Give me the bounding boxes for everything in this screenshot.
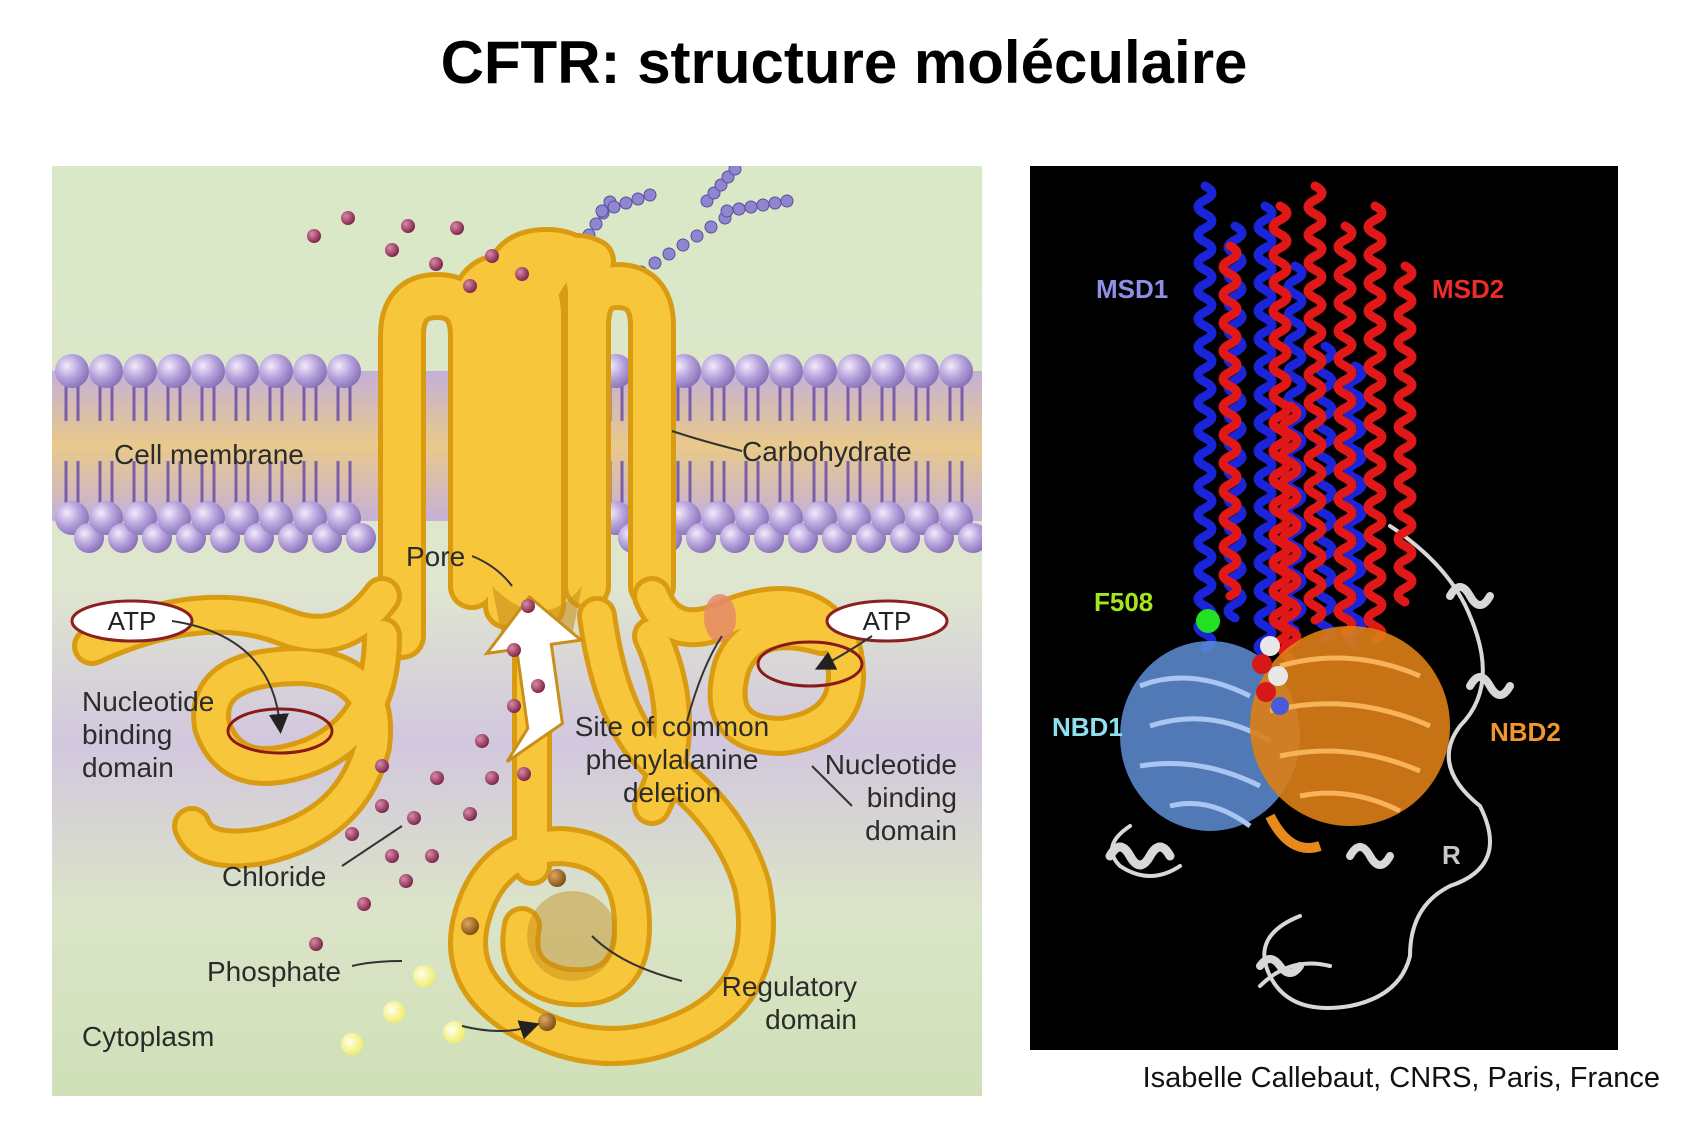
atp-right: ATP [825,599,949,643]
svg-text:Site of common: Site of common [575,711,770,742]
r-domain-ribbon [1105,524,1514,1010]
label-pore: Pore [406,541,465,572]
label-regulatory-domain: Regulatory domain [722,971,857,1035]
label-nbd-left: Nucleotide binding domain [82,686,214,783]
svg-text:deletion: deletion [623,777,721,808]
nbd1-domain [1120,641,1300,831]
nbd2-domain [1250,626,1450,853]
f508-residue [1196,609,1220,633]
atp-left: ATP [70,599,194,643]
structure-svg: MSD1 MSD2 F508 NBD1 NBD2 R [1030,166,1618,1050]
label-nbd2: NBD2 [1490,717,1561,747]
svg-text:domain: domain [765,1004,857,1035]
svg-text:ATP: ATP [108,606,157,636]
cftr-schematic-diagram: ATP ATP Carbohydrate Cell membrane Pore … [52,166,982,1096]
cftr-protein [72,227,866,1066]
msd2-helices [1218,181,1417,663]
label-nbd1: NBD1 [1052,712,1123,742]
label-msd1: MSD1 [1096,274,1168,304]
label-site-deletion: Site of common phenylalanine deletion [575,711,770,808]
label-cytoplasm: Cytoplasm [82,1021,214,1052]
svg-text:domain: domain [865,815,957,846]
chloride-ions [307,211,545,951]
atp-spheres [1252,636,1289,715]
label-msd2: MSD2 [1432,274,1504,304]
svg-text:ATP: ATP [863,606,912,636]
svg-text:phenylalanine: phenylalanine [586,744,759,775]
svg-text:domain: domain [82,752,174,783]
label-chloride: Chloride [222,861,326,892]
schematic-svg: ATP ATP Carbohydrate Cell membrane Pore … [52,166,982,1096]
label-r: R [1442,840,1461,870]
label-phosphate: Phosphate [207,956,341,987]
svg-text:Nucleotide: Nucleotide [82,686,214,717]
svg-text:binding: binding [867,782,957,813]
label-nbd-right: Nucleotide binding domain [825,749,957,846]
slide-title: CFTR: structure moléculaire [440,29,1248,96]
svg-text:Nucleotide: Nucleotide [825,749,957,780]
phosphate-groups [341,965,465,1055]
image-credit: Isabelle Callebaut, CNRS, Paris, France [1142,1062,1660,1094]
cftr-3d-structure: MSD1 MSD2 F508 NBD1 NBD2 R [1030,166,1618,1050]
svg-text:binding: binding [82,719,172,750]
label-f508: F508 [1094,587,1153,617]
svg-text:Regulatory: Regulatory [722,971,857,1002]
pore-arrow-icon [483,594,585,763]
leader-lines [171,430,873,1040]
bound-phosphates [461,869,566,1031]
label-cell-membrane: Cell membrane [114,439,304,470]
label-carbohydrate: Carbohydrate [742,436,912,467]
